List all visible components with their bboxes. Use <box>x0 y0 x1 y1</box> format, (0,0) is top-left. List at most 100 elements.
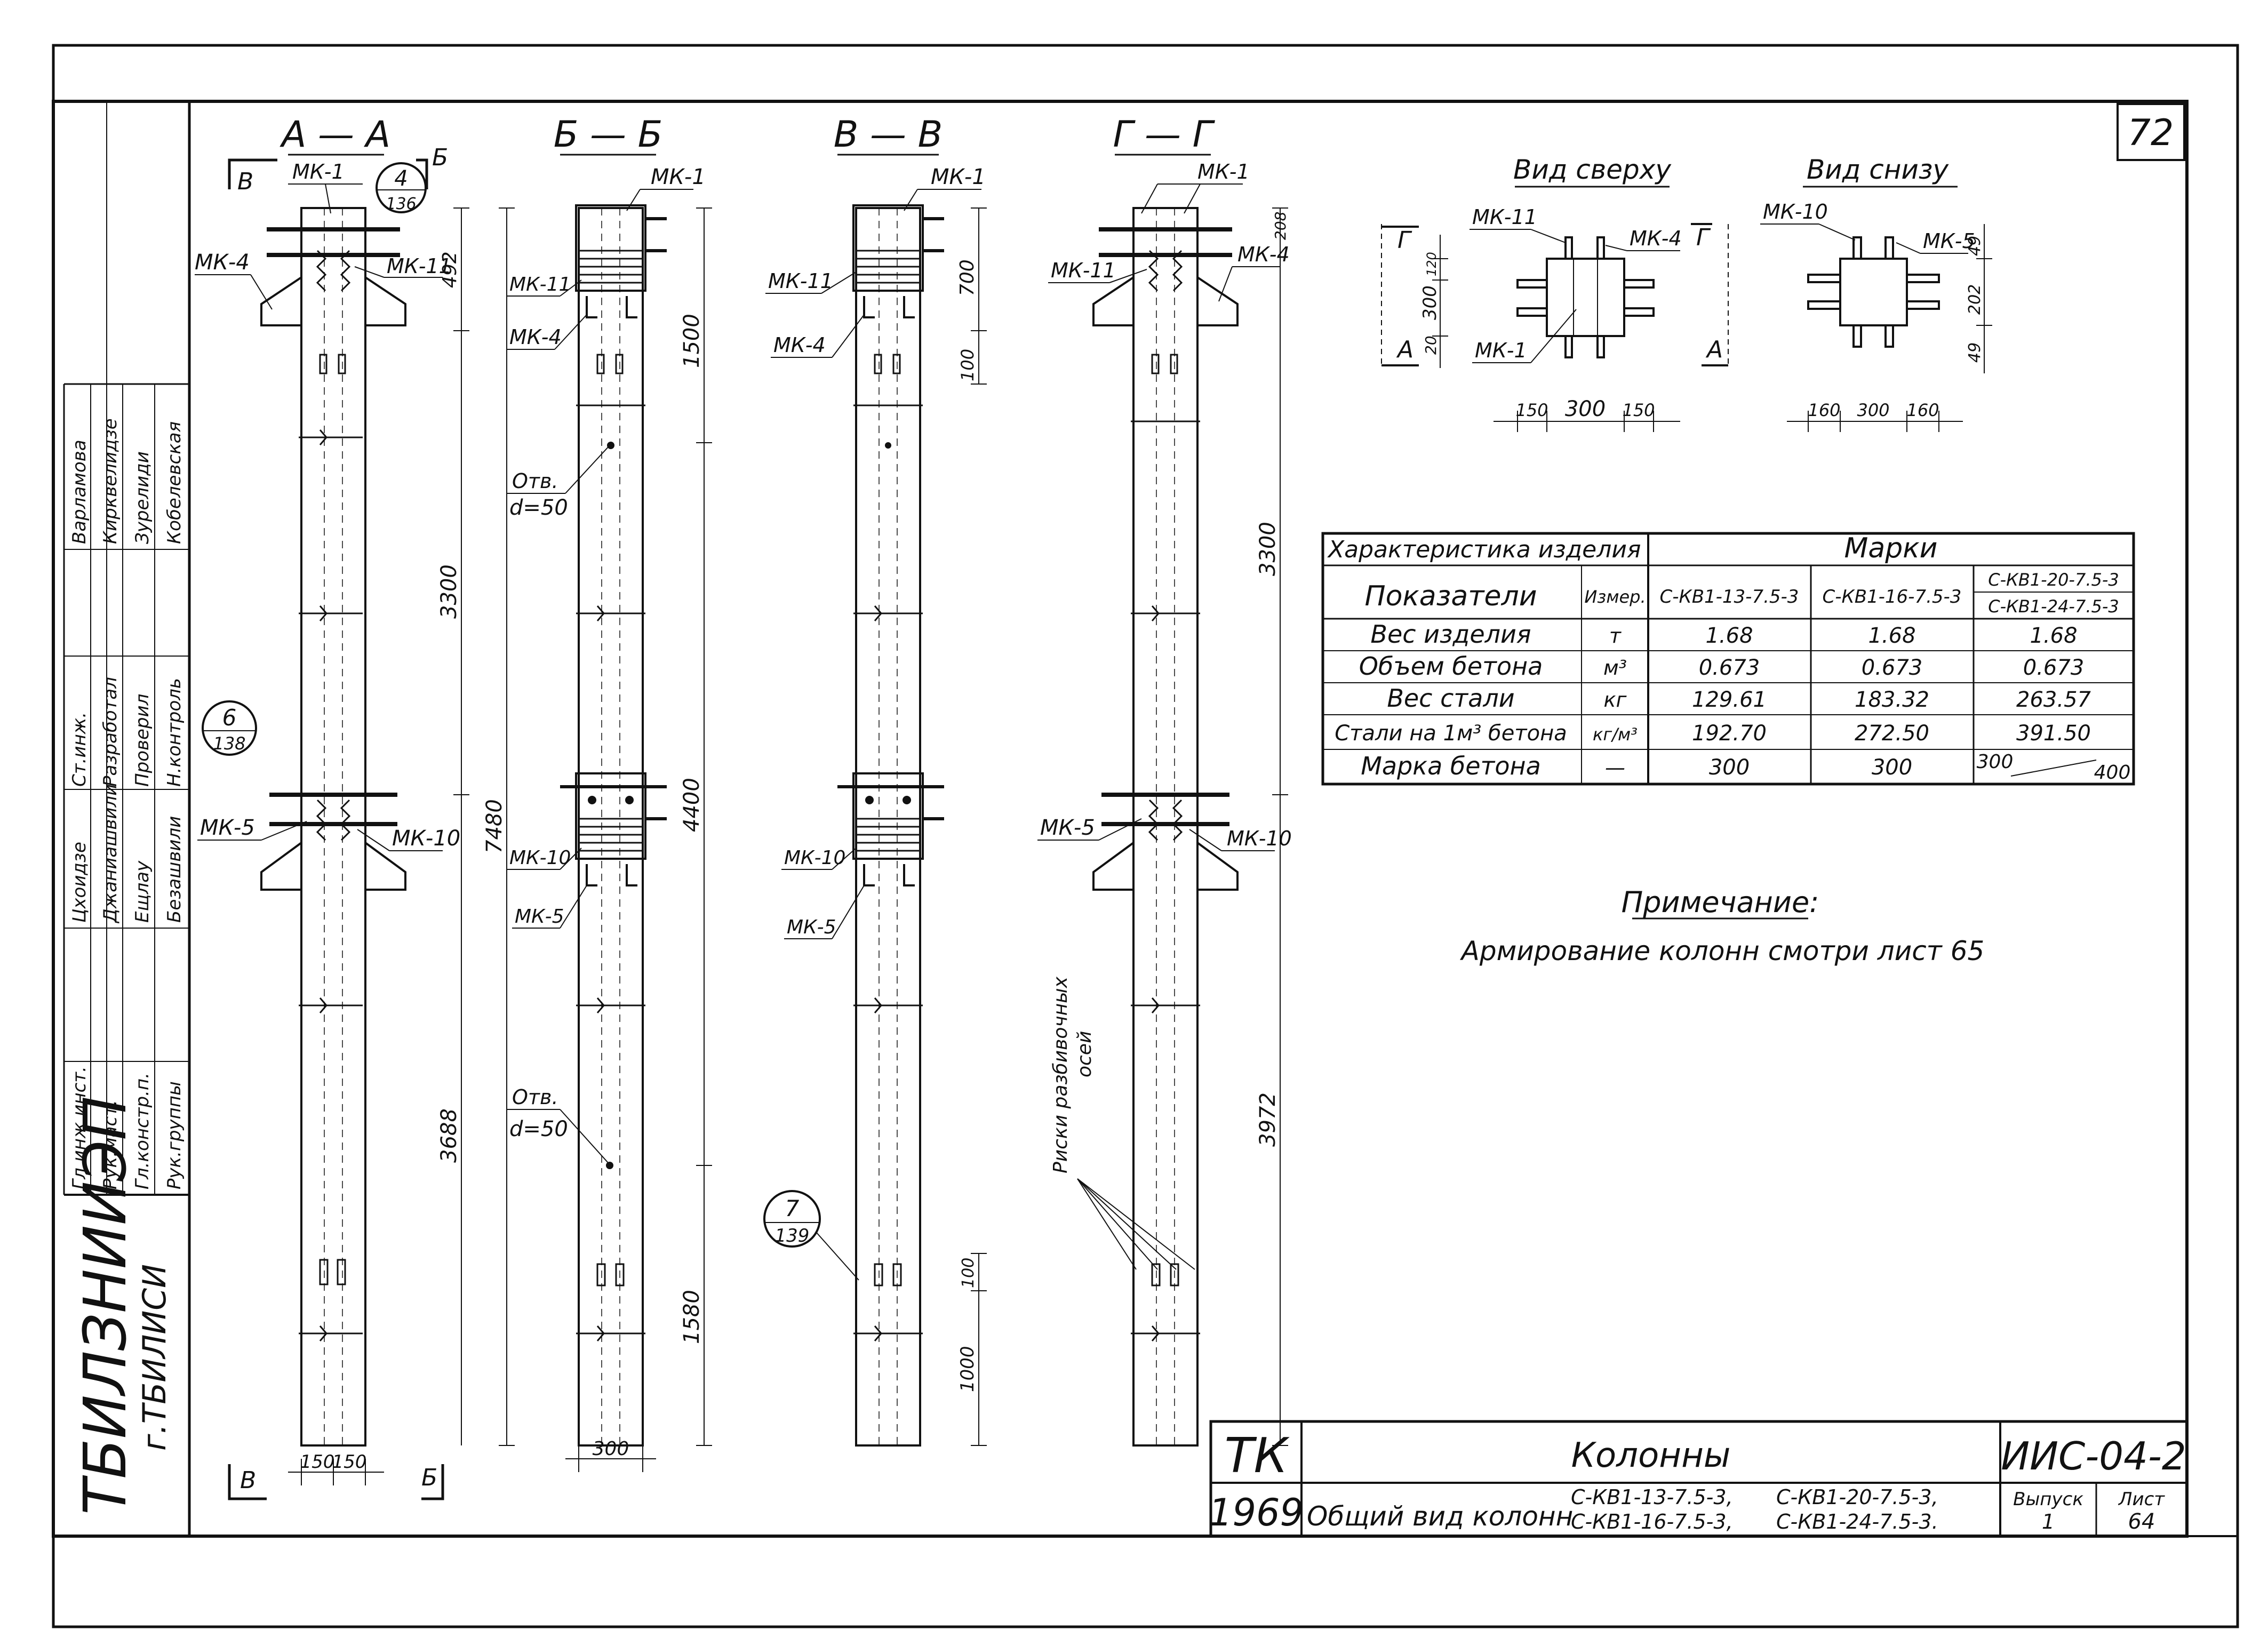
aa-callout-mid <box>202 700 257 756</box>
tb-marks-b1: С-КВ1-20-7.5-3, <box>1776 1485 1938 1509</box>
bb-dim-1580: 1580 <box>680 1290 704 1344</box>
vv-callout-sheet: 139 <box>775 1225 810 1247</box>
stamp-role-4: Рук.группы <box>164 1081 185 1189</box>
vv-callout <box>763 1190 821 1248</box>
section-bb: Б — Б МК-1 МК-11 МК-4 Отв. d=50 МК-10 <box>507 114 712 1472</box>
row-5-v3a: 300 <box>1977 751 2014 773</box>
tb-subtitle: Общий вид колонн <box>1307 1501 1573 1532</box>
vb-mk10: МК-10 <box>1763 200 1828 223</box>
row-3-v2: 183.32 <box>1855 688 1929 712</box>
row-1-v3: 1.68 <box>2030 624 2077 648</box>
vv-dim-700: 700 <box>956 259 978 296</box>
row-4-name: Стали на 1м³ бетона <box>1335 721 1567 746</box>
vt-dim-h1: 150 <box>1515 400 1548 420</box>
vt-dim-h3: 150 <box>1622 400 1655 420</box>
vv-mk1: МК-1 <box>931 165 986 189</box>
section-aa: А — А В Б МК-1 МК-4 МК-11 4 136 <box>195 114 515 1500</box>
row-5-name: Марка бетона <box>1361 752 1541 780</box>
vb-mk5: МК-5 <box>1923 229 1975 253</box>
column-gg-body <box>1132 207 1199 1447</box>
gg-dim-3972: 3972 <box>1256 1092 1280 1147</box>
aa-bottom-w1: 150 <box>300 1451 335 1473</box>
row-1-v2: 1.68 <box>1868 624 1915 648</box>
vb-cut-a: А <box>1705 336 1723 363</box>
vb-dim-h2: 300 <box>1857 400 1889 420</box>
view-top: Вид сверху МК-11 МК-4 МК-1 Г Г А 120 <box>1381 154 1729 432</box>
bb-mk10: МК-10 <box>509 847 571 869</box>
column-aa-body <box>300 207 366 1447</box>
title-block: ТК 1969 Колонны Общий вид колонн С-КВ1-1… <box>1209 1420 2189 1538</box>
row-3-v3: 263.57 <box>2016 688 2091 712</box>
vt-dim-v2: 300 <box>1419 285 1441 320</box>
vt-mk1: МК-1 <box>1475 339 1527 362</box>
section-aa-cut-right: Б <box>432 144 448 171</box>
aa-bottom-left: В <box>240 1467 256 1494</box>
bb-dim-4400: 4400 <box>680 778 704 832</box>
stamp-role-3: Гл.констр.п. <box>132 1073 153 1189</box>
bb-mk5: МК-5 <box>515 906 564 928</box>
table-header-right: Марки <box>1844 532 1938 564</box>
tb-issue-label: Выпуск <box>2013 1489 2083 1510</box>
aa-mk-left: МК-4 <box>195 250 250 275</box>
section-bb-title: Б — Б <box>554 114 663 156</box>
vt-mk11: МК-11 <box>1472 205 1537 229</box>
row-4-v1: 192.70 <box>1692 721 1767 746</box>
vb-dim-v2: 202 <box>1966 284 1984 315</box>
row-2-v3: 0.673 <box>2023 656 2085 680</box>
stamp-name-4: Безашвили <box>164 816 185 923</box>
row-1-name: Вес изделия <box>1370 620 1531 649</box>
section-vv-title: В — В <box>834 114 943 156</box>
view-top-title: Вид сверху <box>1513 154 1672 185</box>
view-bottom: Вид снизу МК-10 МК-5 А 49 202 49 160 300… <box>1702 154 1992 432</box>
table-mark-1: С-КВ1-13-7.5-3 <box>1660 586 1799 608</box>
table-col-indicator: Показатели <box>1364 580 1537 612</box>
bb-hole1: Отв. <box>512 469 558 493</box>
aa-dim-low: 3688 <box>437 1108 461 1163</box>
row-5-unit: — <box>1605 756 1625 779</box>
section-vv: В — В МК-1 МК-11 МК-4 МК-10 МК-5 7 <box>763 114 987 1447</box>
table-col-unit: Измер. <box>1584 587 1646 607</box>
gg-risks-label-1: Риски разбивочных <box>1050 976 1072 1173</box>
vv-mk4: МК-4 <box>773 333 826 357</box>
tb-marks-a2: С-КВ1-16-7.5-3, <box>1571 1510 1733 1533</box>
row-4-v2: 272.50 <box>1855 721 1929 746</box>
aa-dim-total: 7480 <box>482 799 507 853</box>
vv-dim-1000: 1000 <box>957 1346 978 1392</box>
gg-mk4: МК-4 <box>1237 243 1290 266</box>
gg-risks-label-2: осей <box>1074 1031 1096 1077</box>
sheet-number-box <box>2117 103 2185 161</box>
vv-callout-num: 7 <box>785 1195 800 1221</box>
row-2-name: Объем бетона <box>1359 652 1543 681</box>
stamp-name-7: Зурелиди <box>132 451 153 544</box>
bb-mk4: МК-4 <box>509 325 562 349</box>
row-1-v1: 1.68 <box>1705 624 1753 648</box>
tb-year: 1969 <box>1209 1491 1304 1535</box>
bb-hole2: Отв. <box>512 1085 558 1109</box>
vb-dim-v1: 49 <box>1966 236 1984 256</box>
stamp-name-2: Джаниашвили <box>100 784 121 924</box>
aa-bottom-right: Б <box>421 1464 437 1491</box>
row-2-v1: 0.673 <box>1699 656 1760 680</box>
vt-dim-v1: 120 <box>1424 252 1439 276</box>
tb-main-title: Колонны <box>1571 1436 1731 1475</box>
row-4-unit: кг/м³ <box>1593 724 1638 745</box>
aa-bottom-w2: 150 <box>332 1451 367 1473</box>
stamp-city: г.ТБИЛИСИ <box>136 1264 173 1451</box>
row-5-v2: 300 <box>1872 755 1912 780</box>
gg-mk10: МК-10 <box>1227 827 1292 850</box>
gg-dim-3300: 3300 <box>1256 522 1280 576</box>
stamp-name-6: Кирквелидзе <box>100 418 121 544</box>
tb-tk: ТК <box>1225 1428 1290 1484</box>
row-3-v1: 129.61 <box>1692 688 1767 712</box>
row-4-v3: 391.50 <box>2016 721 2091 746</box>
aa-dim-top: 492 <box>439 251 461 288</box>
aa-dim-mid: 3300 <box>437 564 461 619</box>
vv-mk10: МК-10 <box>784 847 845 869</box>
stamp-name-1: Цхоидзе <box>69 842 90 923</box>
row-3-name: Вес стали <box>1387 684 1514 713</box>
aa-mk5: МК-5 <box>200 816 255 840</box>
stamp-role-5: Ст.инж. <box>69 712 90 787</box>
stamp-role-8: Н.контроль <box>164 678 185 787</box>
stamp-role-7: Проверил <box>132 694 153 787</box>
row-5-v1: 300 <box>1709 755 1750 780</box>
